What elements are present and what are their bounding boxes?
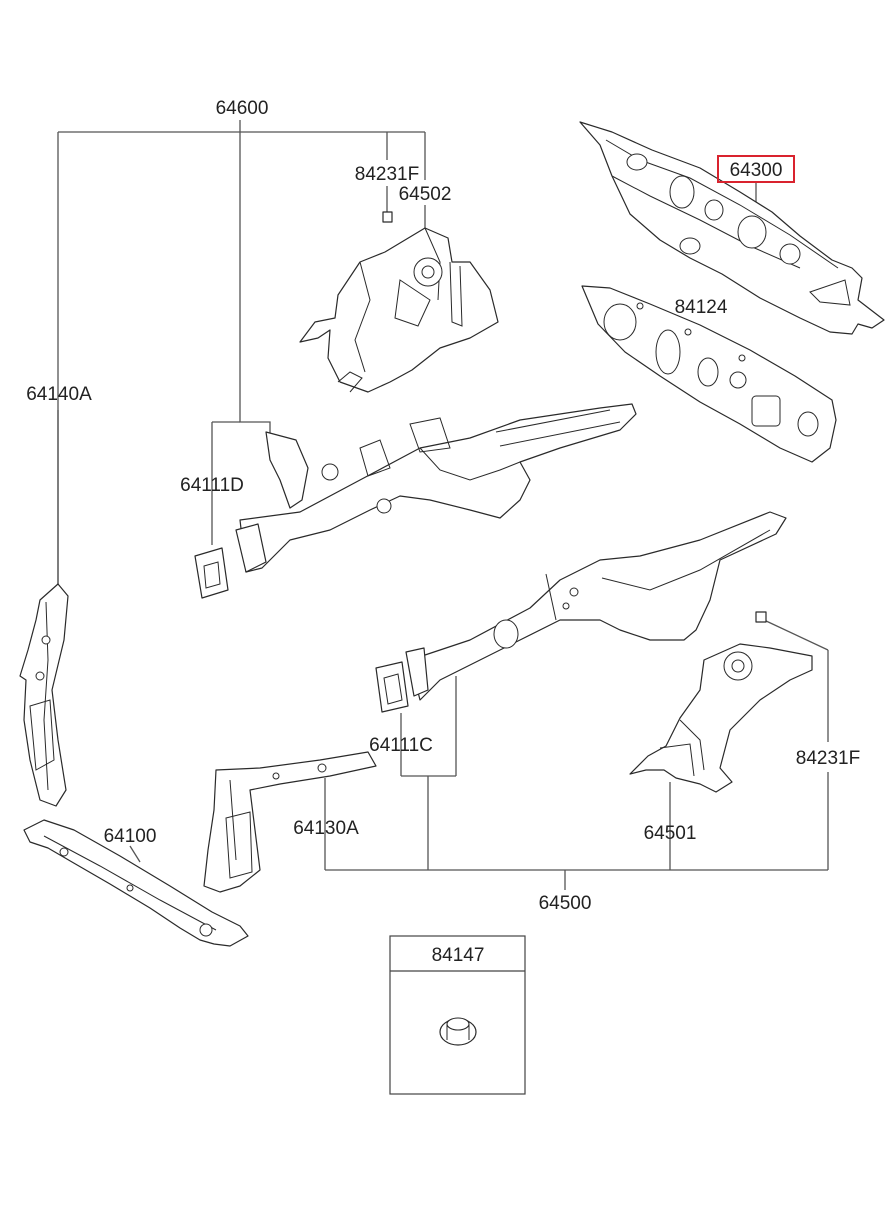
label-64502[interactable]: 64502 [399,184,452,205]
part-84124-drawing [581,285,837,463]
part-64100-drawing [23,819,249,947]
part-64501-drawing [629,611,813,793]
part-64111d-drawing [194,403,637,599]
label-84124[interactable]: 84124 [675,297,728,318]
label-64501[interactable]: 64501 [644,823,697,844]
part-64111c-drawing [375,511,787,713]
highlight-box [717,155,795,183]
label-64111c[interactable]: 64111C [369,735,433,756]
label-64130a[interactable]: 64130A [293,818,359,839]
part-labels: 64600 84231F 64502 64300 84124 64140A 64… [26,98,860,966]
label-84231f-right[interactable]: 84231F [796,748,860,769]
label-84147[interactable]: 84147 [432,945,485,966]
part-64130a-drawing [203,751,377,893]
label-64300[interactable]: 64300 [730,160,783,181]
label-64500[interactable]: 64500 [539,893,592,914]
label-64100[interactable]: 64100 [104,826,157,847]
label-64600[interactable]: 64600 [216,98,269,119]
part-84147-box [389,935,526,1095]
label-64140a[interactable]: 64140A [26,384,92,405]
label-84231f-top[interactable]: 84231F [355,164,419,185]
label-64111d[interactable]: 64111D [180,475,244,496]
part-64140a-drawing [19,583,69,807]
part-64300-drawing [579,121,885,335]
clip-icon [439,1017,477,1046]
part-64502-drawing [299,211,499,393]
